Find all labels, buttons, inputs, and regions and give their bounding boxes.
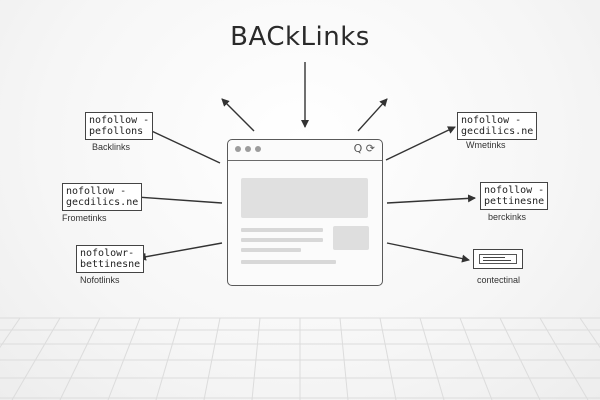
card-caption: berckinks (488, 212, 527, 222)
image-placeholder (333, 226, 369, 250)
arrow-to-bot-left-card (138, 242, 223, 261)
window-dot-icon (235, 146, 241, 152)
card-line: nofollow - (461, 115, 522, 126)
browser-window: Q ⟳ (227, 139, 383, 286)
text-line-placeholder (241, 248, 301, 252)
card-line: bettinesne (80, 259, 141, 270)
text-line-placeholder (241, 228, 323, 232)
card-caption: Frometinks (62, 213, 107, 223)
card-bot-left: nofolowr- bettinesne (76, 245, 145, 273)
arrow-to-mid-right-card (386, 194, 476, 204)
card-top-left: nofollow - pefollons (85, 112, 154, 140)
card-line: gecdilics.ne (461, 126, 534, 137)
card-line: gecdilics.ne (66, 197, 139, 208)
card-caption: contectinal (477, 275, 521, 285)
card-line: nofollow - (66, 186, 127, 197)
card-line: pettinesne (484, 196, 545, 207)
arrow-to-bot-right-card (386, 242, 470, 263)
card-line: nofollow - (484, 185, 545, 196)
card-mid-right: nofollow - pettinesne (480, 182, 549, 210)
arrow-up-left (221, 98, 255, 132)
card-caption: Nofotlinks (80, 275, 120, 285)
card-mid-left: nofollow - gecdilics.ne (62, 183, 143, 211)
window-dot-icon (255, 146, 261, 152)
card-line: nofolowr- (80, 248, 135, 259)
card-caption: Wmetinks (466, 140, 506, 150)
card-line: nofollow - (89, 115, 150, 126)
card-caption: Backlinks (92, 142, 131, 152)
text-line-placeholder (241, 238, 323, 242)
card-line: pefollons (89, 126, 144, 137)
browser-toolbar: Q ⟳ (228, 140, 382, 161)
document-icon (473, 249, 523, 269)
hero-placeholder (241, 178, 368, 218)
arrow-up-right (357, 98, 388, 132)
card-top-right: nofollow - gecdilics.ne (457, 112, 538, 140)
text-line-placeholder (241, 260, 336, 264)
window-dot-icon (245, 146, 251, 152)
arrow-to-top-right-card (385, 126, 456, 161)
search-refresh-icon: Q ⟳ (353, 142, 375, 155)
arrow-to-top-left-card (142, 126, 221, 164)
diagram-title: BACkLinks (230, 22, 370, 52)
